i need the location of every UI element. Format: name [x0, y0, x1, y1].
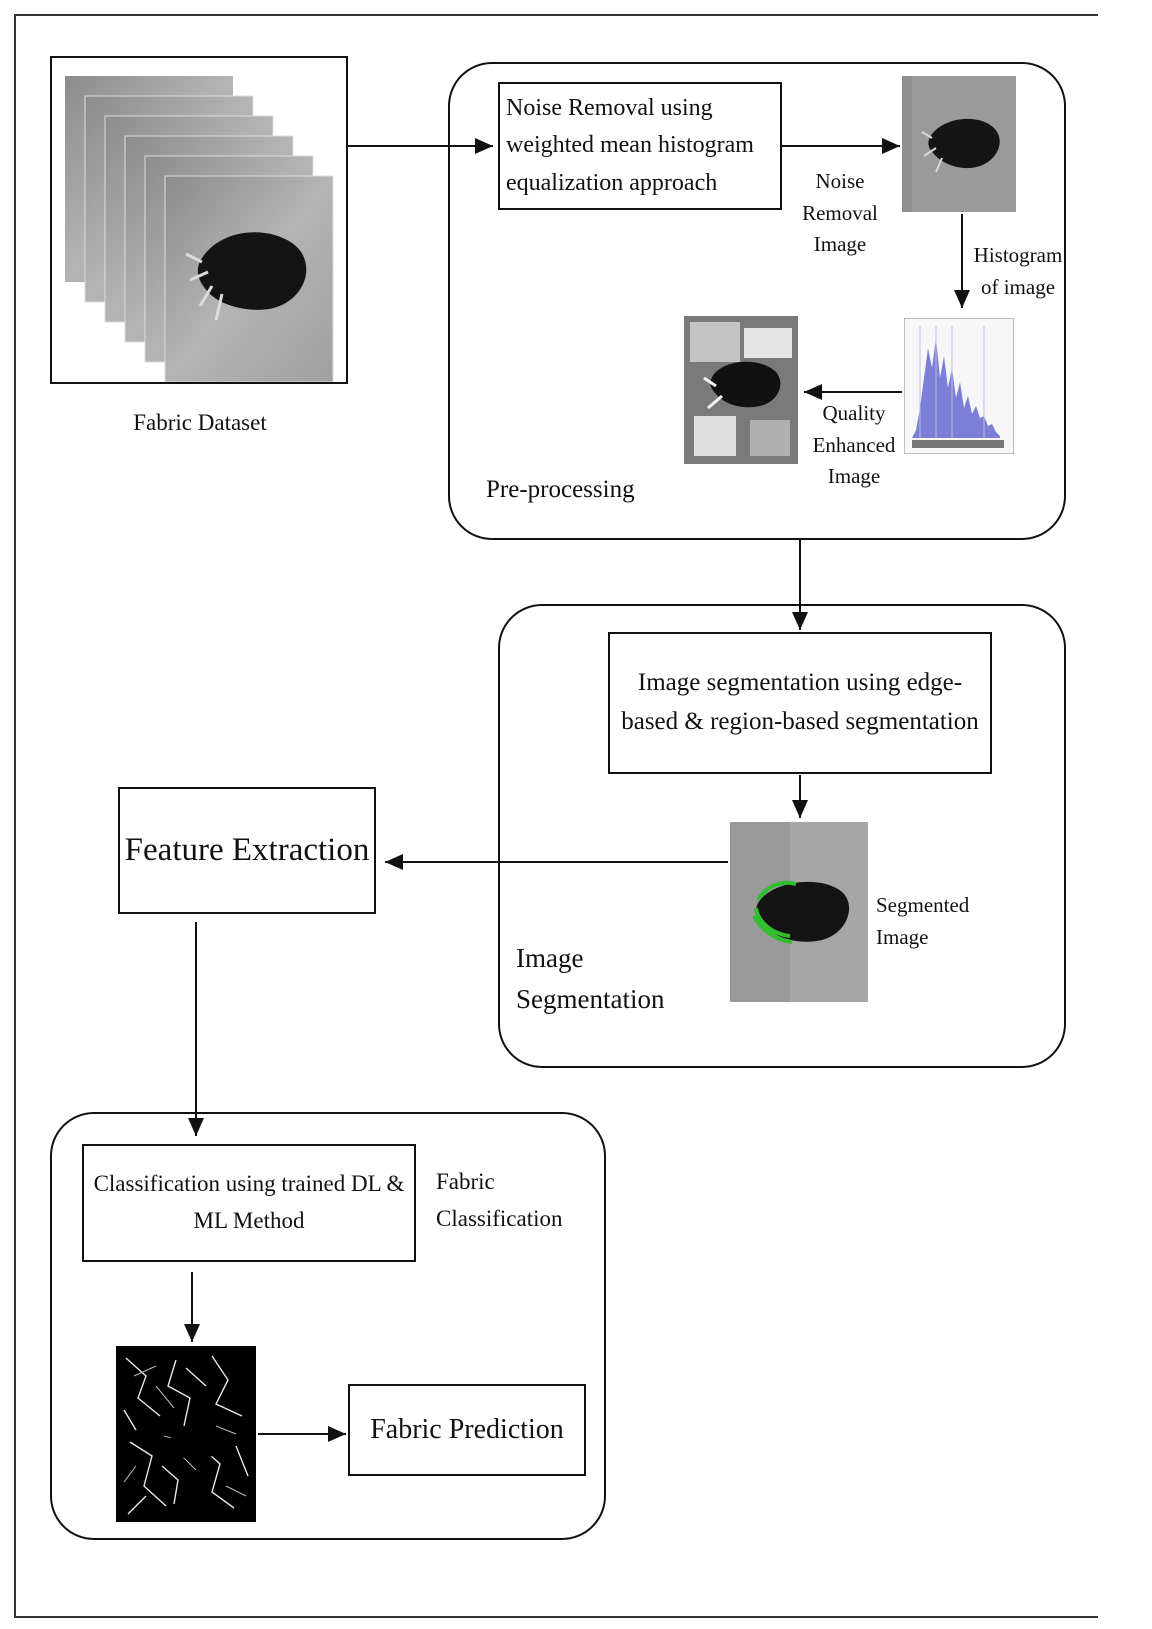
- preprocessing-stage-label: Pre-processing: [486, 476, 635, 503]
- noise-removal-box: Noise Removal using weighted mean histog…: [498, 82, 782, 210]
- segmentation-stage: [498, 604, 1066, 1068]
- histogram-label: Histogram of image: [973, 243, 1063, 299]
- classification-stage: [50, 1112, 606, 1540]
- feature-extraction-box: Feature Extraction: [118, 787, 376, 914]
- noise-removal-box-text: Noise Removal using weighted mean histog…: [506, 95, 754, 196]
- segmented-image: [730, 822, 868, 1002]
- classification-stage-label: Fabric Classification: [436, 1169, 563, 1231]
- segmentation-box-text: Image segmentation using edge-based & re…: [621, 669, 979, 735]
- noise-removal-image: [902, 76, 1016, 212]
- quality-enhanced-image: [684, 316, 798, 464]
- segmentation-box: Image segmentation using edge-based & re…: [608, 632, 992, 774]
- fabric-dataset-box: [50, 56, 348, 384]
- segmentation-stage-label: Image Segmentation: [516, 943, 665, 1014]
- edge-map-image: [116, 1346, 256, 1522]
- segmented-image-label: Segmented Image: [876, 893, 970, 949]
- fabric-prediction-text: Fabric Prediction: [370, 1414, 564, 1445]
- feature-extraction-text: Feature Extraction: [124, 832, 370, 868]
- classification-box-text: Classification using trained DL & ML Met…: [93, 1171, 405, 1233]
- histogram-chart-image: [904, 318, 1014, 454]
- classification-box: Classification using trained DL & ML Met…: [82, 1144, 416, 1262]
- diagram-frame: [14, 14, 1098, 1618]
- fabric-prediction-box: Fabric Prediction: [348, 1384, 586, 1476]
- preprocessing-stage: [448, 62, 1066, 540]
- fabric-dataset-label: Fabric Dataset: [133, 410, 267, 435]
- fabric-dataset-stack-image: [65, 76, 334, 383]
- noise-removal-image-label: Noise Removal Image: [802, 169, 878, 256]
- quality-enhanced-label: Quality Enhanced Image: [812, 401, 896, 488]
